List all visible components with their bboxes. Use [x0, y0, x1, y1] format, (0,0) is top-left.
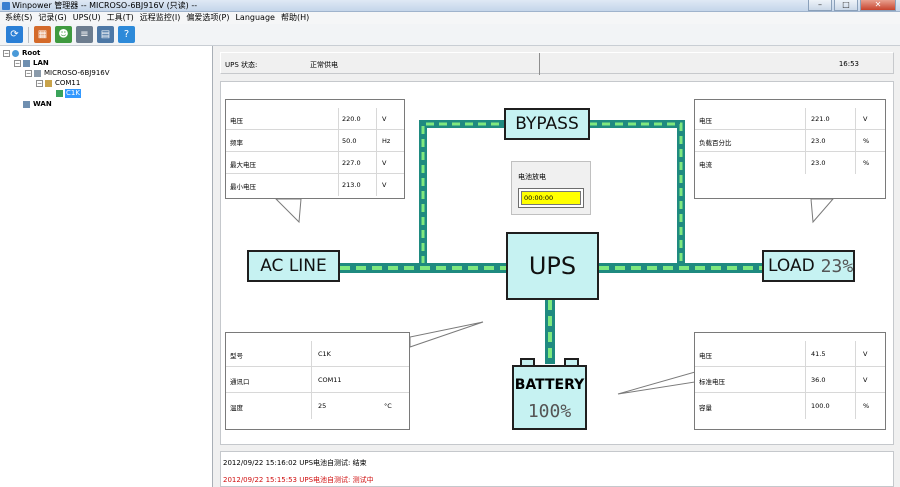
status-divider [539, 53, 540, 75]
battery-discharge-label: 电池放电 [518, 173, 546, 181]
calendar-icon[interactable]: ▦ [34, 26, 51, 43]
ups-status-value: 正常供电 [310, 61, 338, 69]
battery-terminal [520, 358, 535, 366]
info-row: 最小电压 213.0 V [226, 174, 404, 196]
battery-box[interactable]: BATTERY 100% [512, 358, 587, 430]
toolbar-separator [28, 26, 29, 43]
battery-info-panel: 电压 41.5 V 标准电压 36.0 V 容量 100.0 % [694, 332, 886, 430]
refresh-icon[interactable]: ⟳ [6, 26, 23, 43]
ups-info-panel: 型号 C1K 通讯口 COM11 温度 25 °C [225, 332, 410, 430]
minimize-button[interactable]: – [808, 0, 832, 11]
port-icon [45, 79, 52, 87]
info-row: 负载百分比 23.0 % [695, 130, 885, 152]
load-label: LOAD [768, 256, 815, 276]
device-tree[interactable]: − Root − LAN − MICROSO-6BJ916V − COM11 C… [0, 46, 213, 487]
info-row: 温度 25 °C [226, 393, 409, 419]
battery-percent: 100% [527, 401, 572, 422]
help-icon[interactable]: ? [118, 26, 135, 43]
app-icon [2, 2, 10, 10]
title-bar: Winpower 管理器 -- MICROSO-6BJ916V (只读) -- … [0, 0, 900, 12]
info-row: 电压 41.5 V [695, 341, 885, 367]
status-time: 16:53 [838, 60, 859, 68]
toolbar: ⟳ ▦ ☻ ≡ ▤ ? [0, 24, 900, 46]
menu-preferences[interactable]: 偏爱选项(P) [186, 13, 230, 22]
network-icon [23, 59, 30, 67]
menu-language[interactable]: Language [235, 13, 275, 22]
collapse-icon[interactable]: − [25, 69, 32, 77]
users-icon[interactable]: ☻ [55, 26, 72, 43]
collapse-icon[interactable]: − [36, 79, 43, 87]
maximize-button[interactable]: □ [834, 0, 858, 11]
event-log[interactable]: 2012/09/22 15:16:02 UPS电池自测试: 结束 2012/09… [220, 451, 894, 487]
ups-status-label: UPS 状态: [225, 61, 258, 69]
tree-node-wan[interactable]: WAN [23, 99, 53, 109]
info-row: 容量 100.0 % [695, 393, 885, 419]
ups-bubble-tail [409, 321, 484, 348]
ac-line-box[interactable]: AC LINE [247, 250, 340, 282]
output-bubble-tail [810, 198, 835, 224]
load-percent: 23% [820, 255, 854, 277]
info-row: 最大电压 227.0 V [226, 152, 404, 174]
battery-body: BATTERY 100% [512, 365, 587, 430]
collapse-icon[interactable]: − [3, 49, 10, 57]
ups-status-bar: UPS 状态: 正常供电 16:53 [220, 52, 894, 75]
output-info-panel: 电压 221.0 V 负载百分比 23.0 % 电流 23.0 % [694, 99, 886, 199]
close-button[interactable]: ✕ [860, 0, 896, 11]
input-bubble-tail [274, 198, 302, 224]
window-title: Winpower 管理器 -- MICROSO-6BJ916V (只读) -- [12, 1, 198, 10]
menu-tools[interactable]: 工具(T) [106, 13, 134, 22]
ups-box[interactable]: UPS [506, 232, 599, 300]
battery-discharge-panel: 电池放电 00:00:00 [511, 161, 591, 215]
info-row: 电压 220.0 V [226, 108, 404, 130]
battery-discharge-frame: 00:00:00 [518, 188, 584, 208]
info-row: 频率 50.0 Hz [226, 130, 404, 152]
tree-node-port[interactable]: − COM11 [36, 78, 81, 87]
input-info-panel: 电压 220.0 V 频率 50.0 Hz 最大电压 227.0 V [225, 99, 405, 199]
ups-diagram: 电压 220.0 V 频率 50.0 Hz 最大电压 227.0 V [220, 81, 894, 445]
tree-node-device[interactable]: C1K [56, 88, 81, 98]
info-row: 电流 23.0 % [695, 152, 885, 174]
tree-node-host[interactable]: − MICROSO-6BJ916V [25, 68, 110, 77]
info-row: 标准电压 36.0 V [695, 367, 885, 393]
menu-ups[interactable]: UPS(U) [72, 13, 101, 22]
tree-node-lan[interactable]: − LAN [14, 58, 49, 67]
battery-bubble-tail [617, 371, 696, 395]
collapse-icon[interactable]: − [14, 59, 21, 67]
globe-icon [12, 49, 19, 57]
info-row: 电压 221.0 V [695, 108, 885, 130]
bypass-box[interactable]: BYPASS [504, 108, 590, 140]
computer-icon [34, 69, 41, 77]
load-box[interactable]: LOAD 23% [762, 250, 855, 282]
bypass-line [419, 120, 685, 264]
ups-device-icon [56, 89, 63, 97]
menu-system[interactable]: 系统(S) [5, 13, 33, 22]
battery-discharge-time: 00:00:00 [521, 191, 581, 205]
menu-help[interactable]: 帮助(H) [280, 13, 310, 22]
tree-node-root[interactable]: − Root [3, 48, 41, 57]
network-icon [23, 100, 30, 108]
grid-icon[interactable]: ▤ [97, 26, 114, 43]
main-content: UPS 状态: 正常供电 16:53 [214, 46, 900, 487]
menu-log[interactable]: 记录(G) [38, 13, 67, 22]
log-entry: 2012/09/22 15:16:02 UPS电池自测试: 结束 [223, 459, 367, 467]
menu-remote[interactable]: 远程监控(I) [139, 13, 181, 22]
info-row: 型号 C1K [226, 341, 409, 367]
battery-terminal [564, 358, 579, 366]
menu-bar: 系统(S) 记录(G) UPS(U) 工具(T) 远程监控(I) 偏爱选项(P)… [0, 12, 900, 24]
log-entry: 2012/09/22 15:15:53 UPS电池自测试: 测试中 [223, 476, 374, 484]
battery-label: BATTERY [514, 377, 585, 393]
list-icon[interactable]: ≡ [76, 26, 93, 43]
info-row: 通讯口 COM11 [226, 367, 409, 393]
connection-lines [274, 120, 835, 395]
